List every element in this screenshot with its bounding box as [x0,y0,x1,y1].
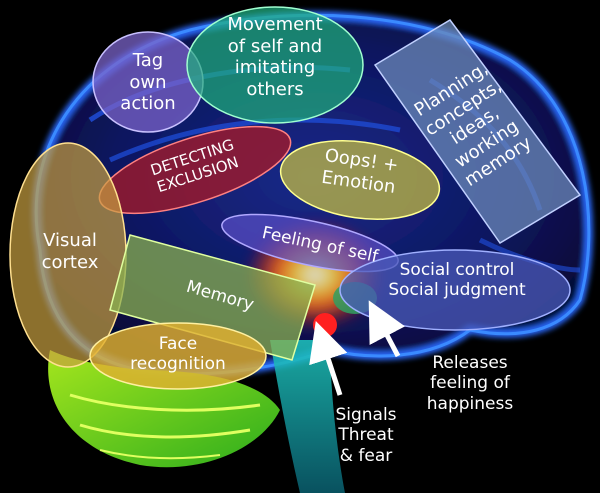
face-recognition-region [89,322,267,390]
movement-label: Movement of self and imitating others [227,14,323,100]
happiness-arrow [368,300,406,358]
visual-cortex-label: Visual cortex [41,230,99,273]
releases-happiness-label: Releases feeling of happiness [426,353,514,414]
tag-own-action-label: Tag own action [120,50,176,115]
oops-emotion-region [279,140,441,220]
face-recognition-label: Face recognition [130,334,226,375]
signals-threat-label: Signals Threat & fear [335,405,397,466]
memory-region [109,234,316,361]
movement-region [186,6,364,124]
threat-arrow [309,320,348,396]
brain-stem [270,340,345,493]
social-label: Social control Social judgment [388,260,526,301]
planning-region [373,19,582,245]
amygdala-dot [313,313,337,337]
